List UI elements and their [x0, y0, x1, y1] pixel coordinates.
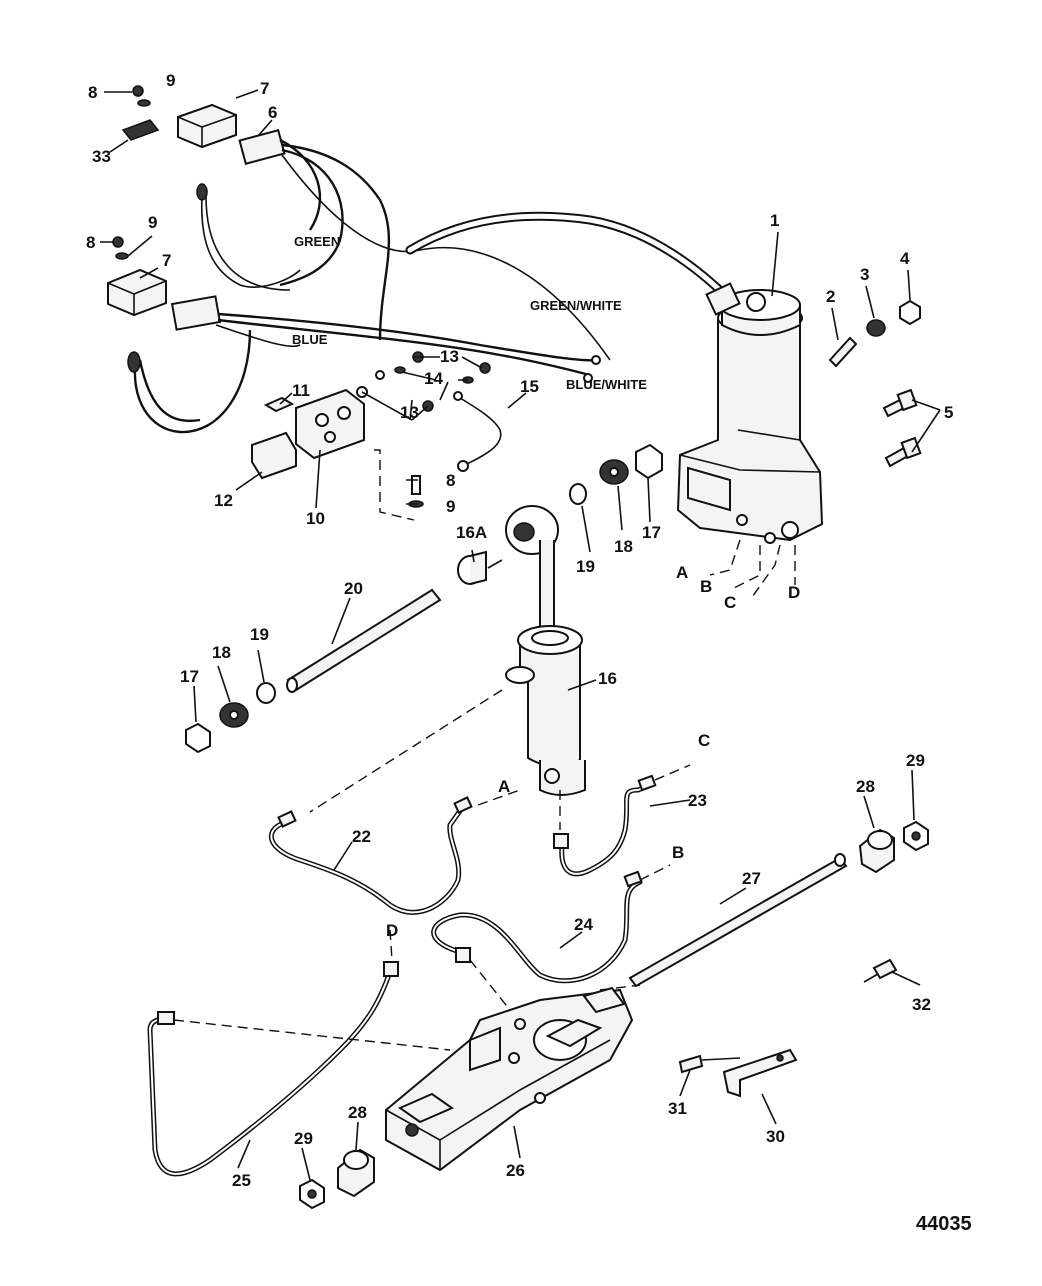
letter-b-line: B: [672, 843, 684, 862]
hydraulic-line-24: [431, 870, 643, 984]
callout-6: 6: [268, 103, 277, 122]
wire-color-labels: GREEN GREEN/WHITE BLUE BLUE/WHITE: [292, 234, 647, 392]
callout-18-right: 18: [614, 537, 633, 556]
callout-33: 33: [92, 147, 111, 166]
letter-d-line: D: [386, 921, 398, 940]
callout-29-left: 29: [294, 1129, 313, 1148]
figure-number: 44035: [916, 1213, 972, 1235]
harness-plug-upper: [238, 129, 286, 165]
callout-25: 25: [232, 1171, 251, 1190]
wiring-harness: [127, 138, 611, 434]
washers-right: [569, 443, 663, 505]
bushing-16a: [457, 550, 487, 585]
callout-4: 4: [900, 249, 910, 268]
wire-label-green-white: GREEN/WHITE: [530, 298, 622, 313]
trim-cylinder: [505, 505, 586, 796]
callout-19-left: 19: [250, 625, 269, 644]
plug-12: [251, 431, 297, 480]
callout-30: 30: [766, 1127, 785, 1146]
callout-22: 22: [352, 827, 371, 846]
bracket-30: [722, 1048, 798, 1098]
harness-plug-lower: [170, 295, 222, 331]
relay-upper: [177, 103, 237, 149]
connection-letters: A B C D A B C D: [386, 563, 800, 940]
stud-2: [828, 336, 858, 368]
pin-32: [863, 958, 898, 983]
callout-26: 26: [506, 1161, 525, 1180]
callout-18-left: 18: [212, 643, 231, 662]
cover-11: [263, 396, 295, 413]
callout-13-upper: 13: [440, 347, 459, 366]
hydraulic-line-22: [268, 796, 473, 915]
callout-2: 2: [826, 287, 835, 306]
callout-28-right: 28: [856, 777, 875, 796]
callout-12: 12: [214, 491, 233, 510]
nut-29-left: [299, 1178, 325, 1210]
callout-17-left: 17: [180, 667, 199, 686]
callout-11: 11: [292, 381, 310, 400]
callout-24: 24: [574, 915, 593, 934]
callout-17-right: 17: [642, 523, 661, 542]
letter-c-line: C: [698, 731, 710, 750]
callout-7-upper: 7: [260, 79, 269, 98]
callout-29-right: 29: [906, 751, 925, 770]
relay-lower: [107, 268, 167, 317]
callout-20: 20: [344, 579, 363, 598]
callout-32: 32: [912, 995, 931, 1014]
callout-27: 27: [742, 869, 761, 888]
callout-1: 1: [770, 211, 779, 230]
letter-a-line: A: [498, 777, 510, 796]
letter-b-pump: B: [700, 577, 712, 596]
callout-28-left: 28: [348, 1103, 367, 1122]
pin-20: [286, 588, 442, 693]
nut-4: [899, 299, 921, 326]
hydraulic-line-23: [553, 774, 657, 877]
wire-label-blue-white: BLUE/WHITE: [566, 377, 647, 392]
trim-pump-motor: [676, 282, 824, 544]
relay-bracket: [121, 119, 160, 141]
callout-8-lower: 8: [86, 233, 95, 252]
callout-8-upper: 8: [88, 83, 97, 102]
callout-8-mid: 8: [446, 471, 455, 490]
part-callouts: 1 2 3 4 5 6 7 7 8 8 8 9 9 9 10 11 12 13 …: [86, 71, 953, 1190]
callout-7-lower: 7: [162, 251, 171, 270]
terminal-block: [295, 388, 365, 460]
screw-31: [678, 1054, 741, 1074]
callout-9-mid: 9: [446, 497, 455, 516]
letter-c-pump: C: [724, 593, 736, 612]
callout-13-lower: 13: [400, 403, 419, 422]
leader-lines: [100, 89, 941, 1181]
callout-19-right: 19: [576, 557, 595, 576]
callout-15: 15: [520, 377, 539, 396]
callout-23: 23: [688, 791, 707, 810]
callout-9-lower: 9: [148, 213, 157, 232]
bolts-5: [882, 388, 922, 468]
bushing-28-right: [858, 828, 895, 874]
pin-27: [628, 853, 848, 988]
callout-31: 31: [668, 1099, 687, 1118]
callout-5: 5: [944, 403, 953, 422]
callout-16: 16: [598, 669, 617, 688]
letter-a-pump: A: [676, 563, 688, 582]
nut-29-right: [903, 820, 929, 852]
hydraulic-line-25: [147, 961, 399, 1177]
letter-d-pump: D: [788, 583, 800, 602]
small-fasteners: [112, 85, 491, 508]
callout-16a: 16A: [456, 523, 487, 542]
callout-14: 14: [424, 369, 443, 388]
wire-label-blue: BLUE: [292, 332, 328, 347]
callout-3: 3: [860, 265, 869, 284]
ground-wire-15: [453, 391, 502, 472]
callout-10: 10: [306, 509, 325, 528]
motor-cable: [405, 211, 735, 305]
bushing-28-left: [337, 1148, 375, 1198]
trim-manifold: [385, 986, 634, 1172]
washers-left: [185, 682, 276, 754]
wire-label-green: GREEN: [294, 234, 340, 249]
washer-3: [866, 319, 886, 337]
callout-9-upper: 9: [166, 71, 175, 90]
